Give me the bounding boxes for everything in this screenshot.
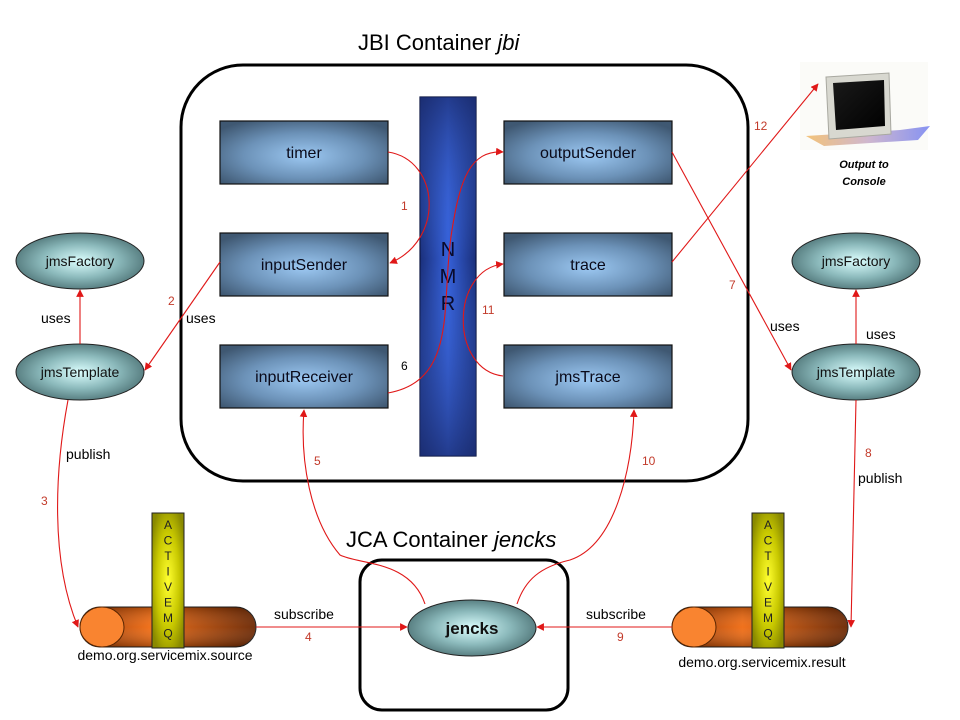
activemq-letter: C bbox=[164, 534, 173, 548]
oval-label: jmsFactory bbox=[821, 253, 890, 269]
right-jms-template[interactable]: jmsTemplate bbox=[791, 343, 921, 401]
activemq-letter: A bbox=[764, 518, 772, 532]
component-timer[interactable]: timer bbox=[219, 120, 389, 185]
output-console: Output to Console bbox=[800, 62, 930, 188]
queue-label: demo.org.servicemix.source bbox=[77, 647, 252, 663]
activemq-broker bbox=[751, 512, 785, 649]
flow-arrow-2 bbox=[144, 261, 221, 371]
step-number-8: 8 bbox=[865, 446, 872, 460]
flow-arrow-6 bbox=[387, 147, 504, 394]
step-number-9: 9 bbox=[617, 630, 624, 644]
monitor-screen bbox=[833, 80, 885, 130]
flow-arrow-11 bbox=[462, 260, 504, 377]
jbi-container-title: JBI Container jbi bbox=[358, 30, 521, 55]
activemq-letter: M bbox=[163, 611, 173, 625]
component-label: inputReceiver bbox=[255, 369, 354, 386]
component-label: jmsTrace bbox=[554, 369, 620, 386]
step-number-6: 6 bbox=[401, 359, 408, 373]
component-label: outputSender bbox=[540, 145, 637, 162]
component-input-receiver[interactable]: inputReceiver bbox=[219, 344, 389, 409]
edge-label-subscribe: subscribe bbox=[586, 606, 646, 622]
queue-label: demo.org.servicemix.result bbox=[678, 654, 845, 670]
oval-label: jmsTemplate bbox=[40, 364, 120, 380]
right-jms-factory[interactable]: jmsFactory bbox=[791, 232, 921, 290]
flow-arrow-10 bbox=[516, 409, 638, 605]
edge-label-uses: uses bbox=[41, 310, 71, 326]
edge-label-subscribe: subscribe bbox=[274, 606, 334, 622]
flow-arrow-7 bbox=[671, 151, 792, 371]
edge-label-publish: publish bbox=[858, 470, 902, 486]
nmr-bus: N M R bbox=[419, 96, 477, 457]
oval-label: jmsTemplate bbox=[816, 364, 896, 380]
step-number-11: 11 bbox=[482, 303, 495, 317]
activemq-letter: V bbox=[164, 580, 172, 594]
component-label: timer bbox=[286, 145, 322, 162]
activemq-letter: E bbox=[764, 596, 772, 610]
activemq-letter: E bbox=[164, 596, 172, 610]
jbi-container-box bbox=[179, 63, 750, 483]
step-number-4: 4 bbox=[305, 630, 312, 644]
flow-arrow-3 bbox=[57, 399, 79, 628]
component-jms-trace[interactable]: jmsTrace bbox=[503, 344, 673, 409]
component-input-sender[interactable]: inputSender bbox=[219, 232, 389, 297]
activemq-letter: T bbox=[764, 549, 772, 563]
edge-label-uses: uses bbox=[186, 310, 216, 326]
step-number-10: 10 bbox=[642, 454, 656, 468]
step-number-3: 3 bbox=[41, 494, 48, 508]
left-jms-factory[interactable]: jmsFactory bbox=[15, 232, 145, 290]
component-label: inputSender bbox=[261, 257, 348, 274]
oval-label: jmsFactory bbox=[45, 253, 114, 269]
edge-label-uses: uses bbox=[866, 326, 896, 342]
activemq-letter: Q bbox=[163, 627, 172, 641]
activemq-letter: V bbox=[764, 580, 772, 594]
step-number-5: 5 bbox=[314, 454, 321, 468]
step-number-2: 2 bbox=[168, 294, 175, 308]
jca-container-title: JCA Container jencks bbox=[346, 527, 556, 552]
activemq-letter: M bbox=[763, 611, 773, 625]
jencks-node[interactable]: jencks bbox=[407, 599, 537, 657]
edge-label-publish: publish bbox=[66, 446, 110, 462]
edge-label-uses: uses bbox=[770, 318, 800, 334]
jencks-label: jencks bbox=[445, 619, 499, 638]
flow-arrow-5 bbox=[299, 409, 426, 605]
left-jms-template[interactable]: jmsTemplate bbox=[15, 343, 145, 401]
component-output-sender[interactable]: outputSender bbox=[503, 120, 673, 185]
flow-arrow-12 bbox=[671, 83, 819, 263]
nmr-letter: N bbox=[441, 239, 455, 261]
step-number-1: 1 bbox=[401, 199, 408, 213]
flow-arrow-8 bbox=[847, 399, 857, 628]
console-label: Output to bbox=[839, 159, 889, 171]
activemq-letter: I bbox=[766, 565, 769, 579]
activemq-letter: Q bbox=[763, 627, 772, 641]
step-number-12: 12 bbox=[754, 119, 768, 133]
jca-container-box bbox=[358, 558, 570, 712]
activemq-broker bbox=[151, 512, 185, 649]
activemq-letter: C bbox=[764, 534, 773, 548]
nmr-letter: M bbox=[440, 266, 457, 288]
activemq-letter: A bbox=[164, 518, 172, 532]
step-number-7: 7 bbox=[729, 278, 736, 292]
nmr-letter: R bbox=[441, 293, 455, 315]
component-trace[interactable]: trace bbox=[503, 232, 673, 297]
component-label: trace bbox=[570, 257, 606, 274]
console-label: Console bbox=[842, 176, 885, 188]
flow-arrow-1 bbox=[387, 151, 430, 264]
activemq-letter: T bbox=[164, 549, 172, 563]
activemq-letter: I bbox=[166, 565, 169, 579]
